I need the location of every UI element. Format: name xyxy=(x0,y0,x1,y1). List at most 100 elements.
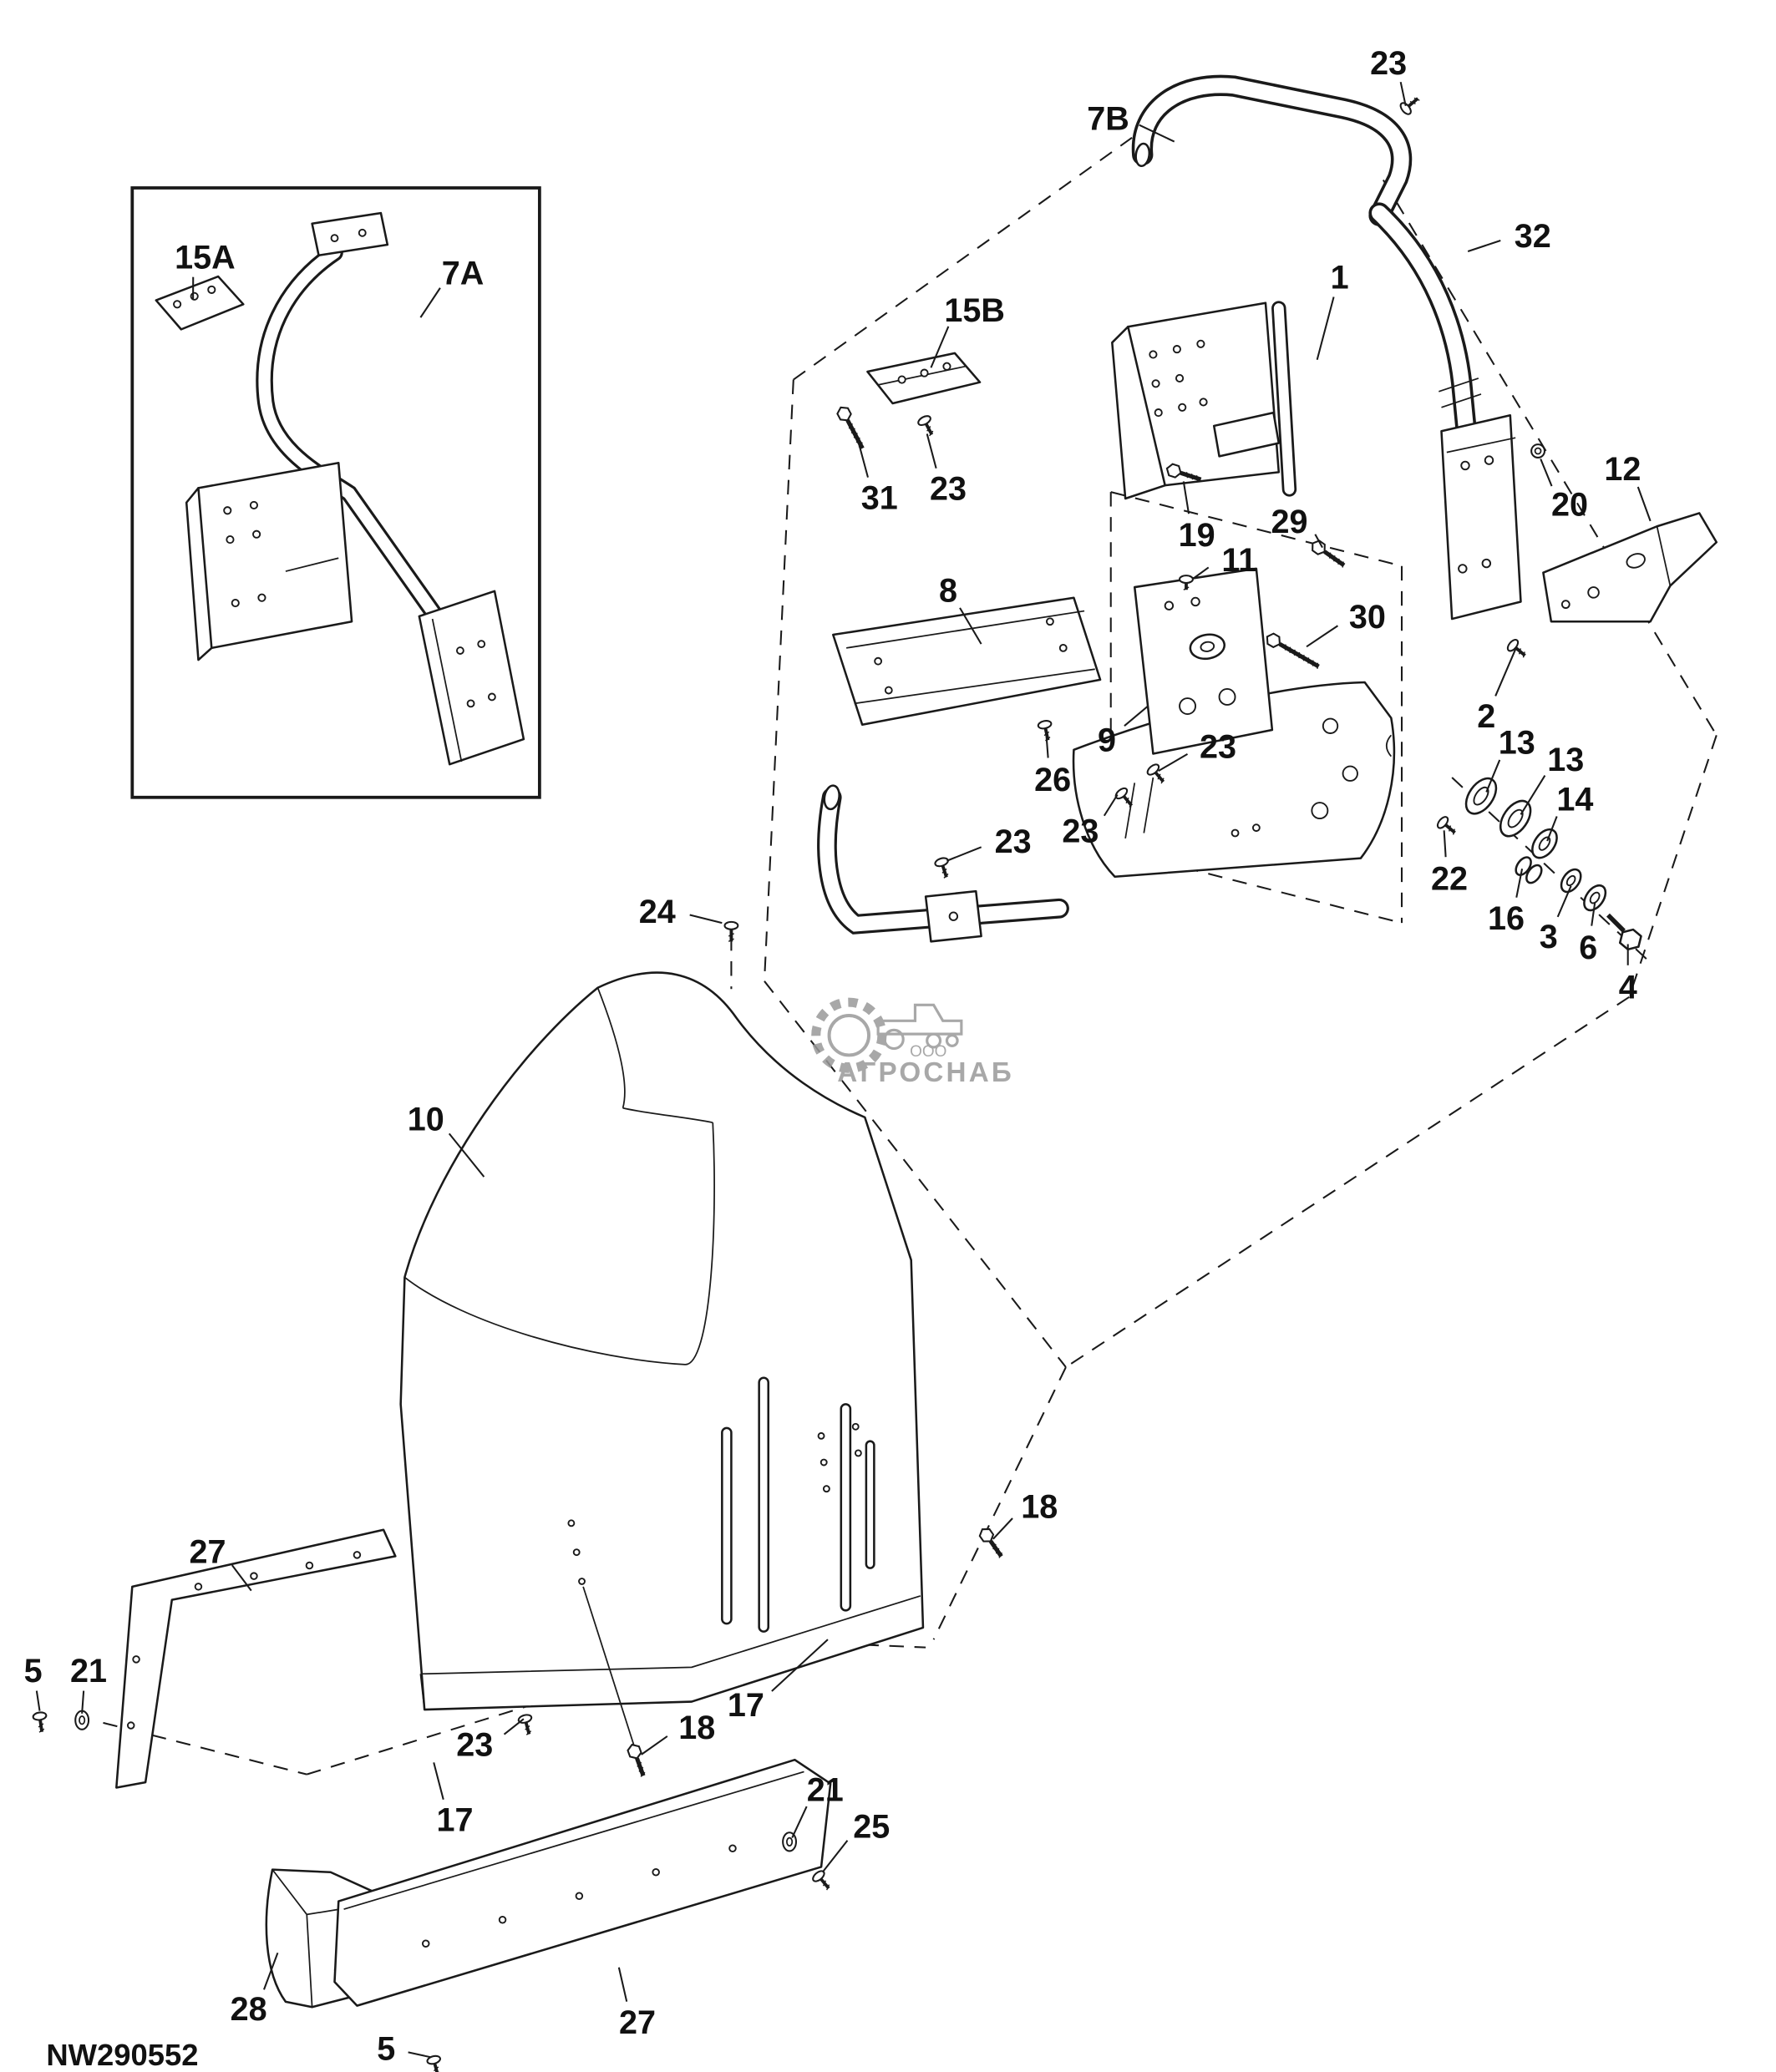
part-lower-tube xyxy=(817,784,1069,943)
screw-fastener-icon xyxy=(1399,97,1420,115)
inset-detail-box xyxy=(130,186,541,799)
callout: 17 xyxy=(433,1762,474,1839)
callout: 20 xyxy=(1540,458,1588,524)
leader-line xyxy=(1306,625,1339,648)
bolt-fastener-icon xyxy=(1266,632,1320,669)
callout-label: 23 xyxy=(995,823,1032,860)
callout-label: 15A xyxy=(175,240,236,276)
part-15B-bracket xyxy=(866,352,982,405)
screw-fastener-icon xyxy=(812,1870,830,1891)
callout: 26 xyxy=(1034,731,1071,798)
leader-line xyxy=(419,287,441,318)
callout: 28 xyxy=(231,1952,279,2028)
callout-label: 13 xyxy=(1499,725,1535,762)
callout-label: 17 xyxy=(728,1687,764,1724)
callout: 25 xyxy=(821,1809,890,1873)
callout: 3 xyxy=(1540,885,1572,955)
callout-label: 28 xyxy=(231,1991,267,2028)
callout-label: 24 xyxy=(639,894,676,930)
nut-fastener-icon xyxy=(1530,443,1545,458)
callout: 7B xyxy=(1087,100,1175,143)
leader-line xyxy=(1139,124,1175,143)
leader-line xyxy=(1556,885,1572,918)
part-12-bracket xyxy=(1542,512,1718,623)
leader-line xyxy=(946,846,982,862)
screw-fastener-icon xyxy=(917,415,934,437)
callout-label: 13 xyxy=(1547,742,1584,778)
callout-label: 11 xyxy=(1221,542,1256,579)
callout-label: 26 xyxy=(1034,762,1071,798)
screw-fastener-icon xyxy=(723,920,739,942)
leader-line xyxy=(1636,486,1652,522)
callout: 30 xyxy=(1306,599,1386,648)
callout-label: 16 xyxy=(1488,900,1525,937)
leader-line xyxy=(1494,649,1517,697)
callout: 13 xyxy=(1520,742,1584,815)
callout-label: 23 xyxy=(1200,728,1236,765)
screw-fastener-icon xyxy=(517,1714,533,1735)
watermark-line2: АГРОСНАБ xyxy=(837,1057,1014,1088)
callout: 1 xyxy=(1316,259,1349,361)
part-1-bracket xyxy=(1111,301,1297,500)
callout: 7A xyxy=(419,256,485,318)
callout: 23 xyxy=(1370,45,1407,107)
leader-line xyxy=(1314,534,1323,549)
callout-label: 27 xyxy=(190,1533,226,1570)
callout-label: 14 xyxy=(1556,782,1593,818)
callout-label: 21 xyxy=(70,1653,107,1690)
callout-label: 15B xyxy=(944,292,1005,329)
fastener-layer xyxy=(32,97,1545,2072)
leader-line xyxy=(641,1735,668,1755)
callout: 6 xyxy=(1579,903,1597,966)
callout-label: 3 xyxy=(1540,919,1558,955)
callout: 19 xyxy=(1179,481,1215,554)
callout-label: 32 xyxy=(1515,218,1551,255)
callout-label: 9 xyxy=(1098,722,1116,758)
callout-label: 6 xyxy=(1579,930,1597,966)
leader-line xyxy=(689,914,723,925)
part-10-fender xyxy=(399,971,925,1749)
leader-line xyxy=(1520,775,1546,815)
part-27-strip-left xyxy=(115,1528,397,1789)
callout: 31 xyxy=(855,436,898,517)
screw-fastener-icon xyxy=(32,1711,48,1733)
callout-label: 22 xyxy=(1431,861,1468,898)
leader-line xyxy=(231,1564,252,1592)
leader-line xyxy=(1158,752,1189,772)
callout-label: 31 xyxy=(861,480,898,517)
callout: 18 xyxy=(641,1710,715,1755)
leader-line xyxy=(408,2051,432,2059)
callout-label: 8 xyxy=(939,572,957,609)
callout: 24 xyxy=(639,894,723,930)
callout: 10 xyxy=(408,1102,485,1178)
callout: 12 xyxy=(1604,451,1652,522)
callout: 5 xyxy=(377,2031,432,2068)
leader-line xyxy=(1540,458,1553,487)
part-7A-frame xyxy=(185,211,525,766)
leader-line xyxy=(81,1690,85,1714)
callout-label: 23 xyxy=(456,1726,493,1763)
callout: 21 xyxy=(70,1653,107,1714)
callout-label: 7B xyxy=(1087,100,1129,137)
leader-line xyxy=(1316,296,1335,361)
callout: 23 xyxy=(456,1718,525,1763)
bolt-fastener-icon xyxy=(836,406,865,449)
part-8-arm xyxy=(832,596,1102,726)
screw-fastener-icon xyxy=(1436,816,1456,835)
washer-fastener-icon xyxy=(74,1710,90,1730)
callout-label: 5 xyxy=(24,1653,43,1690)
leader-line xyxy=(433,1762,444,1800)
bolt-fastener-icon xyxy=(627,1743,646,1777)
watermark: ООО АГРОСНАБ xyxy=(811,997,1014,1088)
callout: 27 xyxy=(190,1533,252,1592)
leader-line xyxy=(1193,566,1210,579)
part-hardware-chain xyxy=(1464,777,1642,951)
callout: 18 xyxy=(992,1489,1058,1540)
leader-line xyxy=(771,1639,829,1692)
leader-line xyxy=(1399,81,1407,107)
callout-label: 21 xyxy=(807,1771,844,1808)
leader-line xyxy=(1103,794,1119,817)
callout: 22 xyxy=(1431,830,1468,898)
callout-label: 7A xyxy=(442,256,485,292)
